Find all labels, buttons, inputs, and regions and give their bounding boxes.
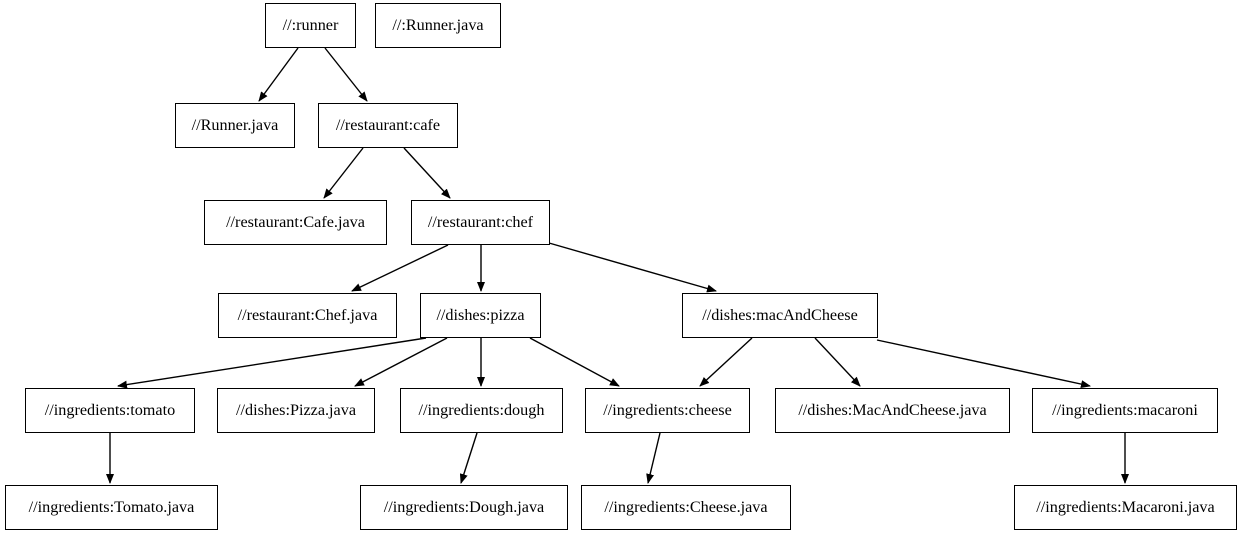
graph-node-label: //restaurant:chef — [427, 213, 534, 232]
graph-node-dishes-pizza-java[interactable]: //dishes:Pizza.java — [217, 388, 375, 433]
graph-node-label: //:Runner.java — [392, 16, 484, 35]
graph-node-label: //:runner — [282, 16, 339, 35]
graph-node-runner-java[interactable]: //Runner.java — [175, 103, 295, 148]
graph-node-ingredients-cheese[interactable]: //ingredients:cheese — [585, 388, 750, 433]
graph-node-cheese-java[interactable]: //ingredients:Cheese.java — [581, 485, 791, 530]
graph-node-ingredients-dough[interactable]: //ingredients:dough — [400, 388, 563, 433]
graph-node-label: //ingredients:Dough.java — [383, 498, 545, 517]
graph-node-label: //ingredients:Macaroni.java — [1036, 498, 1215, 517]
graph-node-macaroni-java[interactable]: //ingredients:Macaroni.java — [1014, 485, 1237, 530]
graph-node-root-runner-java[interactable]: //:Runner.java — [375, 3, 501, 48]
graph-node-label: //Runner.java — [191, 116, 279, 135]
graph-node-ingredients-tomato[interactable]: //ingredients:tomato — [25, 388, 195, 433]
graph-node-runner-target[interactable]: //:runner — [265, 3, 356, 48]
graph-node-restaurant-cafe-java[interactable]: //restaurant:Cafe.java — [204, 200, 387, 245]
graph-node-dishes-mac-java[interactable]: //dishes:MacAndCheese.java — [775, 388, 1010, 433]
graph-node-ingredients-macaroni[interactable]: //ingredients:macaroni — [1032, 388, 1218, 433]
graph-node-dishes-macandcheese[interactable]: //dishes:macAndCheese — [682, 293, 878, 338]
graph-node-label: //restaurant:Cafe.java — [226, 213, 365, 232]
graph-node-label: //dishes:macAndCheese — [702, 306, 858, 325]
graph-node-tomato-java[interactable]: //ingredients:Tomato.java — [5, 485, 218, 530]
graph-node-label: //ingredients:cheese — [603, 401, 732, 420]
graph-node-label: //dishes:Pizza.java — [235, 401, 357, 420]
graph-node-label: //dishes:MacAndCheese.java — [798, 401, 987, 420]
graph-node-restaurant-chef[interactable]: //restaurant:chef — [411, 200, 550, 245]
graph-node-restaurant-chef-java[interactable]: //restaurant:Chef.java — [218, 293, 397, 338]
graph-node-dough-java[interactable]: //ingredients:Dough.java — [360, 485, 568, 530]
graph-node-label: //dishes:pizza — [436, 306, 525, 325]
graph-node-label: //restaurant:cafe — [335, 116, 441, 135]
graph-node-label: //ingredients:Cheese.java — [604, 498, 768, 517]
graph-node-label: //ingredients:dough — [418, 401, 545, 420]
graph-node-dishes-pizza[interactable]: //dishes:pizza — [420, 293, 541, 338]
graph-node-restaurant-cafe[interactable]: //restaurant:cafe — [318, 103, 458, 148]
graph-node-label: //ingredients:macaroni — [1052, 401, 1198, 420]
graph-node-label: //ingredients:tomato — [44, 401, 176, 420]
graph-node-label: //ingredients:Tomato.java — [28, 498, 195, 517]
graph-node-label: //restaurant:Chef.java — [237, 306, 378, 325]
